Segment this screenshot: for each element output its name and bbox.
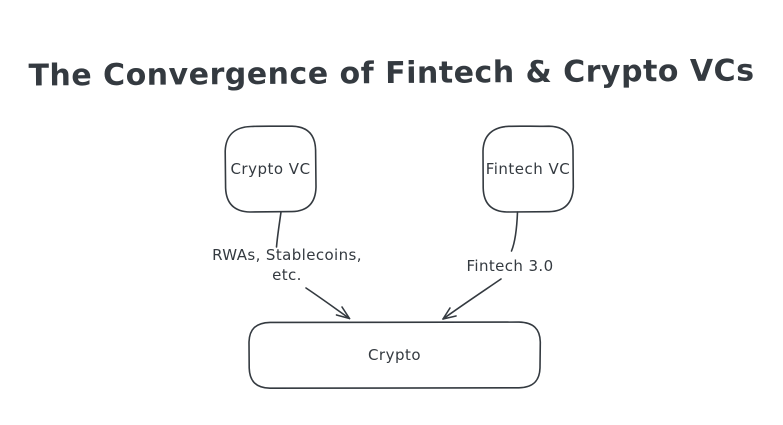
- crypto-vc-box: [224, 125, 317, 213]
- arrowhead-left-icon: [335, 306, 351, 320]
- edge-label-rwas-line1: RWAs, Stablecoins,: [212, 246, 362, 264]
- edge-crypto-vc-lower-segment: [305, 287, 351, 320]
- edge-fintech-vc-lower-segment: [442, 278, 502, 320]
- node-fintech-vc-label: Fintech VC: [485, 160, 571, 178]
- edge-fintech-vc-upper-segment: [510, 211, 519, 252]
- edge-label-rwas-stablecoins: RWAs, Stablecoins, etc.: [197, 245, 377, 285]
- node-crypto-vc-label: Crypto VC: [230, 160, 311, 178]
- edge-label-fintech-30: Fintech 3.0: [466, 257, 554, 275]
- node-crypto-label: Crypto: [367, 346, 422, 364]
- crypto-box: [248, 321, 542, 389]
- arrowhead-right-icon: [442, 307, 457, 320]
- fintech-vc-box: [482, 125, 575, 213]
- edge-crypto-vc-upper-segment: [275, 211, 282, 248]
- edge-label-rwas-line2: etc.: [272, 266, 302, 284]
